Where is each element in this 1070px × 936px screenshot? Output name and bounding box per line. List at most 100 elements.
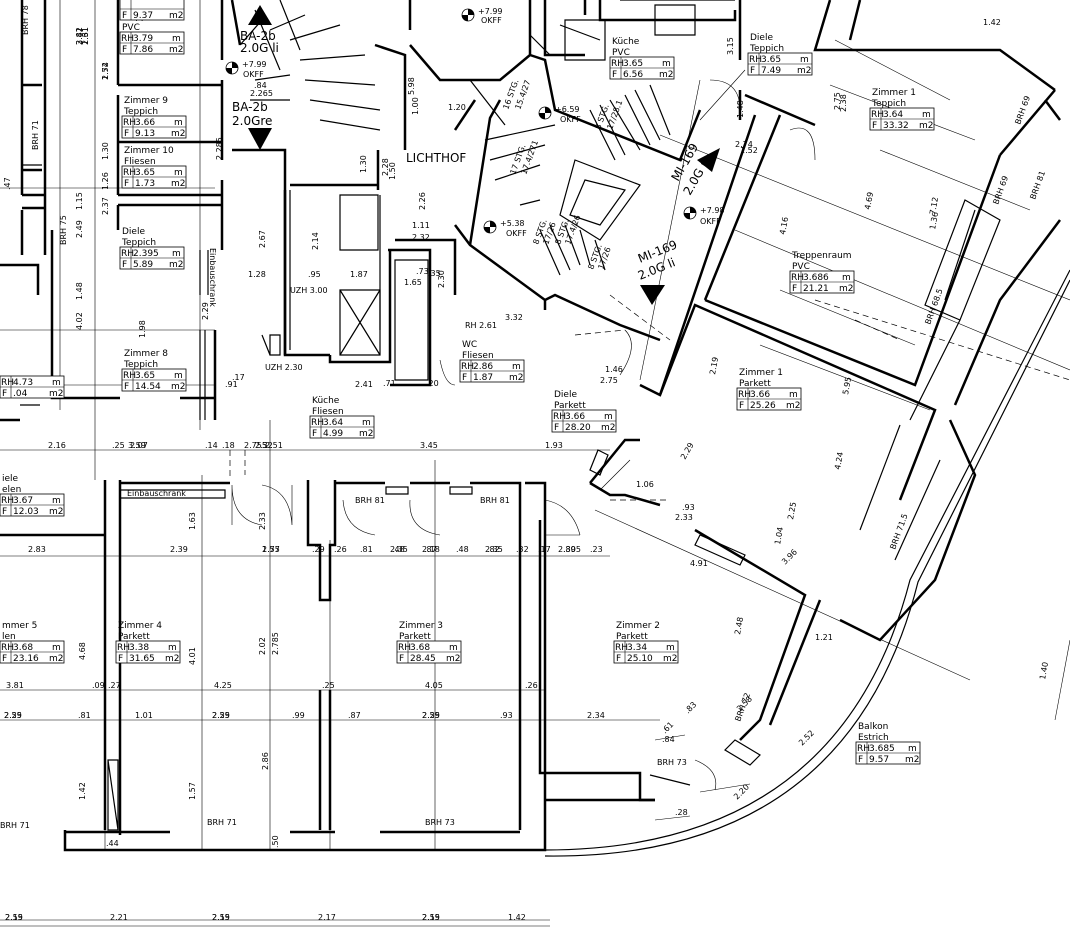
dimension-value: .91 [225,380,238,389]
dimension-value: 2.75 [833,92,842,110]
f-prefix: F [554,423,559,433]
unit-m2: m2 [786,401,801,411]
dimension-value: .81 [360,545,373,554]
rh-prefix: RH [311,418,324,428]
room-height: 3.686 [803,273,829,283]
dimension-value: 2.14 [311,232,320,250]
dimension-value: .82 [487,545,500,554]
level-text: +5.38 [500,219,525,228]
unit-m: m [172,34,181,44]
unit-m: m [666,643,675,653]
dimension-value: .81 [78,711,91,720]
dimension-value: .26 [334,545,347,554]
section-triangle-icon [248,128,272,150]
f-prefix: F [122,260,127,270]
dimension-value: 5.95 [841,376,853,395]
room-floor: Teppich [749,44,784,54]
dimension-value: 2.83 [28,545,46,554]
dimension-value: 4.69 [863,191,875,210]
brh-label: BRH 71.5 [888,512,909,550]
f-prefix: F [612,70,617,80]
okff-label: OKFF [560,115,581,124]
room-area: 33.32 [883,121,909,131]
f-prefix: F [2,389,7,399]
dimension-value: .20 [426,379,439,388]
dimension-value: 1.36 [928,211,940,230]
dimension-value: 4.02 [75,312,84,330]
dimension-value: 2.07 [130,441,148,450]
f-prefix: F [118,654,123,664]
dimension-value: 2.285 [215,137,224,160]
dimension-value: 1.42 [78,782,87,800]
dimension-value: .50 [271,835,280,848]
dimension-value: 2.18 [422,545,440,554]
dimension-value: 3.15 [726,37,735,55]
room-area: 7.49 [761,66,781,76]
dimension-value: 1.06 [636,480,654,489]
f-prefix: F [124,382,129,392]
unit-m: m [174,168,183,178]
dimension-value: .89 [563,545,576,554]
ba-label-top: BA-2b [240,29,276,43]
rh-prefix: RH [738,390,751,400]
dimension-value: 2.35 [485,545,503,554]
section-triangle-icon [697,148,720,172]
dimension-value: .26 [525,681,538,690]
room-area: 6.56 [623,70,643,80]
level-marker-icon [225,61,239,75]
dimension-value: 1.93 [545,441,563,450]
unit-m2: m2 [797,66,812,76]
dimension-value: 1.31 [81,27,90,45]
dimension-value: .83 [683,700,698,715]
room-floor: PVC [612,48,630,58]
room-floor: Parkett [118,632,150,642]
room-name: Diele [750,33,773,43]
dimension-value: 2.75 [600,376,618,385]
unit-m2: m2 [169,45,184,55]
rh-prefix: RH [461,362,474,372]
unit-m: m [800,55,809,65]
dimension-value: .84 [662,735,675,744]
room-area: 4.99 [323,429,343,439]
f-prefix: F [124,129,129,139]
dimension-value: 2.55 [422,913,440,922]
dimension-value: 1.04 [773,526,785,545]
dimension-value: 2.25 [212,711,230,720]
brh-label: BRH 71 [31,120,40,150]
rh-prefix: RH [871,110,884,120]
dimension-value: .29 [312,545,325,554]
dimension-value: .61 [660,720,675,735]
unit-m2: m2 [171,129,186,139]
dimension-value: 1.50 [388,162,397,180]
dashed-lines [229,294,1070,501]
room-area: 25.26 [750,401,776,411]
dimension-value: 1.15 [75,192,84,210]
dimension-value: 3.82 [75,27,84,45]
dimension-value: 1.57 [262,545,280,554]
room-area: .04 [13,389,28,399]
brh-label: BRH 71 [207,818,237,827]
f-prefix: F [792,284,797,294]
room-area: 7.86 [133,45,153,55]
dimension-value: .87 [348,711,361,720]
dimension-value: 1.30 [359,155,368,173]
rh-prefix: RH [553,412,566,422]
level-text: +7.99 [242,60,267,69]
room-height: 3.65 [135,371,155,381]
room-name: Diele [122,227,145,237]
einbauschrank-label: Einbauschrank [208,248,217,307]
f-prefix: F [462,373,467,383]
room-floor: Teppich [871,99,906,109]
dimension-value: 2.30 [437,270,446,288]
room-floor: Estrich [858,733,889,743]
f-prefix: F [122,11,127,21]
room-floor: PVC [792,262,810,272]
f-prefix: F [2,507,7,517]
unit-m: m [908,744,917,754]
